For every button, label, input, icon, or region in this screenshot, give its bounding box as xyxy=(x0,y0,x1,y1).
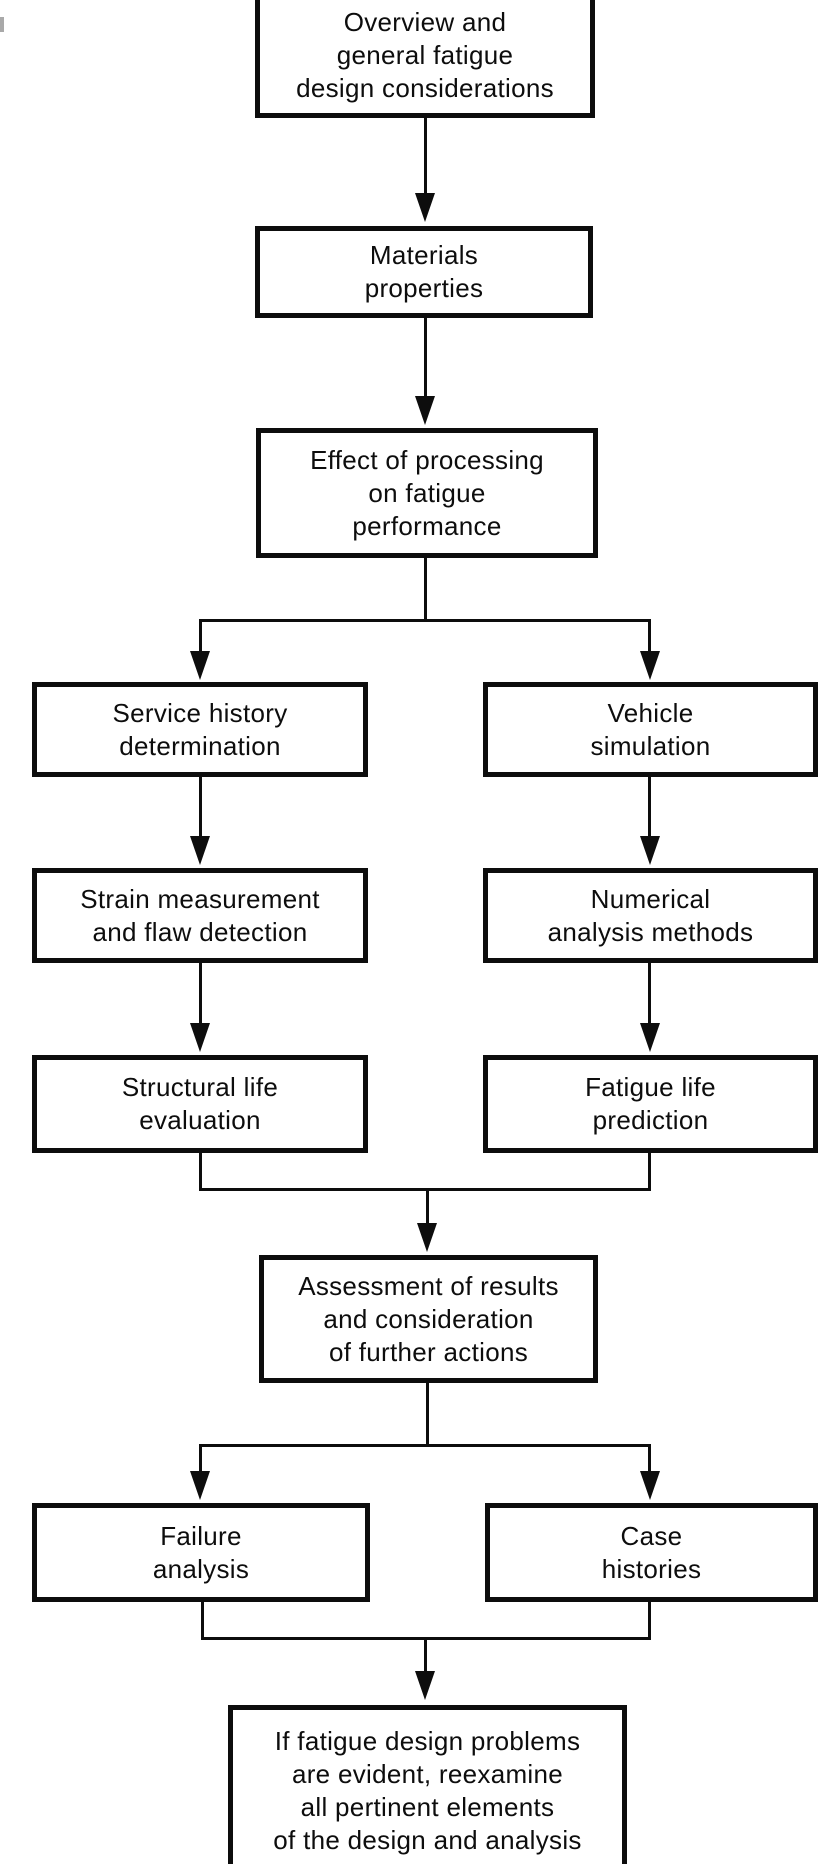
node-case-histories-label: Case histories xyxy=(601,1520,702,1584)
connector-merge-reexamine xyxy=(424,1637,427,1674)
node-strain-measurement-label: Strain measurement and flaw detection xyxy=(80,883,320,947)
arrowhead-overview-materials xyxy=(415,193,435,222)
arrowhead-split-case xyxy=(640,1471,660,1500)
connector-split-failure xyxy=(199,1444,202,1474)
connector-failure-merge xyxy=(201,1600,204,1640)
node-materials-properties: Materials properties xyxy=(255,226,593,318)
connector-split-service xyxy=(199,619,202,653)
merge-line-results xyxy=(199,1188,651,1191)
arrowhead-split-vehicle xyxy=(640,651,660,680)
split-line-processing xyxy=(199,619,651,622)
connector-case-merge xyxy=(648,1600,651,1640)
node-overview: Overview and general fatigue design cons… xyxy=(255,0,595,118)
node-effect-of-processing: Effect of processing on fatigue performa… xyxy=(256,428,598,558)
node-vehicle-simulation-label: Vehicle simulation xyxy=(590,697,711,761)
connector-overview-materials xyxy=(424,114,427,196)
arrowhead-merge-assessment xyxy=(417,1223,437,1252)
connector-service-strain xyxy=(199,775,202,839)
node-service-history-label: Service history determination xyxy=(112,697,288,761)
node-case-histories: Case histories xyxy=(485,1503,818,1602)
connector-fatigue-merge xyxy=(648,1151,651,1191)
node-numerical-analysis-label: Numerical analysis methods xyxy=(547,883,754,947)
arrowhead-split-failure xyxy=(190,1471,210,1500)
arrowhead-merge-reexamine xyxy=(415,1671,435,1700)
node-fatigue-life: Fatigue life prediction xyxy=(483,1055,818,1153)
node-structural-life-label: Structural life evaluation xyxy=(121,1072,279,1135)
connector-assessment-split xyxy=(426,1381,429,1447)
node-materials-properties-label: Materials properties xyxy=(364,240,484,303)
arrowhead-service-strain xyxy=(190,836,210,865)
node-failure-analysis: Failure analysis xyxy=(32,1503,370,1602)
connector-numerical-fatigue xyxy=(648,961,651,1026)
node-assessment-label: Assessment of results and consideration … xyxy=(298,1270,559,1367)
node-failure-analysis-label: Failure analysis xyxy=(152,1520,250,1584)
node-strain-measurement: Strain measurement and flaw detection xyxy=(32,868,368,963)
node-reexamine: If fatigue design problems are evident, … xyxy=(228,1705,627,1864)
node-reexamine-label: If fatigue design problems are evident, … xyxy=(273,1726,582,1855)
arrowhead-vehicle-numerical xyxy=(640,836,660,865)
node-fatigue-life-label: Fatigue life prediction xyxy=(585,1072,716,1135)
node-service-history: Service history determination xyxy=(32,682,368,777)
arrowhead-numerical-fatigue xyxy=(640,1023,660,1052)
node-numerical-analysis: Numerical analysis methods xyxy=(483,868,818,963)
arrowhead-strain-structural xyxy=(190,1023,210,1052)
arrowhead-split-service xyxy=(190,651,210,680)
arrowhead-materials-processing xyxy=(415,396,435,425)
node-structural-life: Structural life evaluation xyxy=(32,1055,368,1153)
connector-vehicle-numerical xyxy=(648,775,651,839)
connector-split-case xyxy=(648,1444,651,1474)
node-vehicle-simulation: Vehicle simulation xyxy=(483,682,818,777)
connector-materials-processing xyxy=(424,316,427,400)
connector-strain-structural xyxy=(199,961,202,1026)
node-assessment: Assessment of results and consideration … xyxy=(259,1255,598,1383)
scan-artifact xyxy=(0,17,4,32)
connector-structural-merge xyxy=(199,1151,202,1191)
node-overview-label: Overview and general fatigue design cons… xyxy=(296,6,554,103)
connector-processing-split xyxy=(424,556,427,622)
connector-merge-assessment xyxy=(426,1188,429,1226)
node-effect-of-processing-label: Effect of processing on fatigue performa… xyxy=(310,444,544,541)
split-line-assessment xyxy=(199,1444,651,1447)
connector-split-vehicle xyxy=(648,619,651,653)
